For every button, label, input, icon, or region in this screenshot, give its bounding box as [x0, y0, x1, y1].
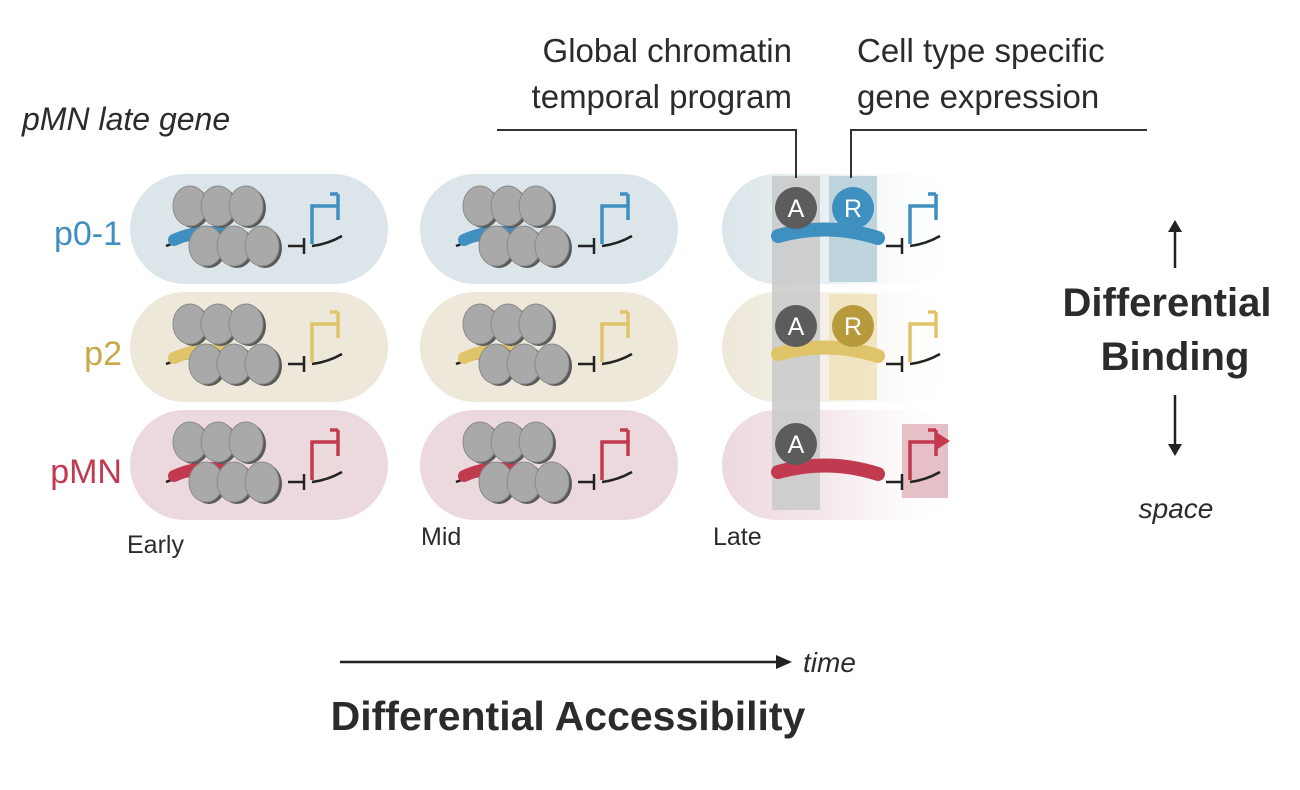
row-label-p0-1: p0-1 [54, 215, 122, 253]
cell-mid-pmn [420, 410, 678, 520]
annotation-global-line2: temporal program [532, 78, 792, 115]
late-elements-pmn: A [771, 423, 950, 498]
repressor-icon: R [832, 187, 874, 229]
cell-early-p2 [130, 292, 388, 402]
bottom-axis-title: Differential Accessibility [331, 693, 806, 739]
annotation-celltype-line1: Cell type specific [857, 32, 1105, 69]
right-axis-title-line1: Differential [1063, 281, 1272, 325]
open-binding-site [771, 222, 885, 245]
down-arrow [1168, 395, 1182, 456]
open-binding-site [771, 458, 885, 481]
repressor-icon: R [832, 305, 874, 347]
gene-title: pMN late gene [21, 101, 230, 137]
svg-text:A: A [788, 313, 805, 341]
nucleosome-cluster [172, 185, 282, 268]
activator-icon: A [775, 187, 817, 229]
right-axis-title-line2: Binding [1101, 335, 1250, 379]
open-binding-site [771, 340, 885, 363]
annotation-global-line1: Global chromatin [543, 32, 792, 69]
nucleosome-cluster [462, 303, 572, 386]
nucleosome-cluster [462, 185, 572, 268]
nucleosome-cluster [172, 421, 282, 504]
activator-icon: A [775, 305, 817, 347]
stage-label-mid: Mid [421, 523, 461, 551]
cell-early-pmn [130, 410, 388, 520]
cell-pills [130, 174, 678, 520]
svg-text:R: R [844, 195, 862, 223]
row-label-pmn: pMN [50, 453, 122, 491]
stage-label-early: Early [127, 531, 184, 559]
row-label-p2: p2 [84, 335, 122, 373]
annotation-celltype-bracket [850, 129, 1147, 178]
nucleosome-cluster [172, 303, 282, 386]
activator-icon: A [775, 423, 817, 465]
svg-text:A: A [788, 195, 805, 223]
time-arrow [340, 655, 792, 669]
annotation-celltype-line2: gene expression [857, 78, 1099, 115]
time-label: time [803, 647, 856, 678]
nucleosome-cluster [462, 421, 572, 504]
cell-mid-p0-1 [420, 174, 678, 284]
cell-mid-p2 [420, 292, 678, 402]
svg-text:A: A [788, 431, 805, 459]
stage-label-late: Late [713, 523, 762, 551]
svg-text:R: R [844, 313, 862, 341]
annotation-global-bracket [497, 129, 797, 178]
cell-early-p0-1 [130, 174, 388, 284]
up-arrow [1168, 220, 1182, 268]
right-axis-sublabel: space [1139, 493, 1214, 524]
